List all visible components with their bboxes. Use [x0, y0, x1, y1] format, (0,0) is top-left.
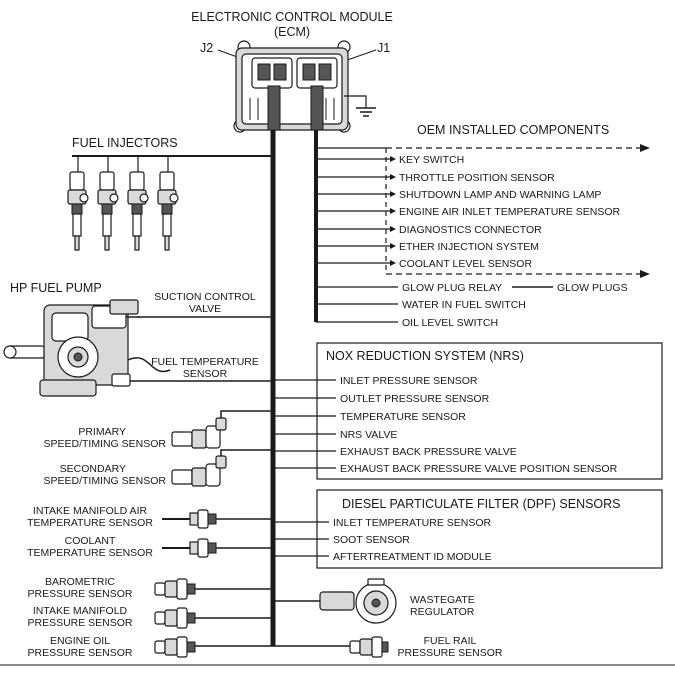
water-in-fuel-label: WATER IN FUEL SWITCH [402, 299, 526, 311]
primary-speed-label-line1: PRIMARY [78, 426, 126, 438]
ground-icon [344, 95, 376, 117]
oem-item-coolant-level: COOLANT LEVEL SENSOR [399, 258, 532, 270]
fuel-temp-label-line1: FUEL TEMPERATURE [151, 356, 259, 368]
nrs-box [316, 342, 663, 480]
oem-item-key-switch: KEY SWITCH [399, 154, 464, 166]
oem-item-shutdown-lamp: SHUTDOWN LAMP AND WARNING LAMP [399, 189, 601, 201]
oem-title: OEM INSTALLED COMPONENTS [417, 123, 609, 137]
fuel-injector-icon [67, 171, 89, 251]
nrs-title: NOX REDUCTION SYSTEM (NRS) [326, 349, 524, 363]
arrow-right-icon [640, 144, 650, 152]
secondary-speed-sensor-icon [171, 455, 227, 487]
nrs-item-back-pressure-position: EXHAUST BACK PRESSURE VALVE POSITION SEN… [340, 463, 618, 475]
suction-valve-label-line1: SUCTION CONTROL [154, 291, 256, 303]
oem-item-diagnostics: DIAGNOSTICS CONNECTOR [399, 224, 542, 236]
coolant-temp-label-line1: COOLANT [65, 535, 116, 547]
oem-item-air-inlet-temp: ENGINE AIR INLET TEMPERATURE SENSOR [399, 206, 621, 218]
dpf-title: DIESEL PARTICULATE FILTER (DPF) SENSORS [342, 497, 621, 511]
intake-press-label-line1: INTAKE MANIFOLD [33, 605, 128, 617]
wastegate-regulator-icon [319, 578, 397, 624]
dpf-item-soot-sensor: SOOT SENSOR [333, 534, 410, 546]
glow-plug-relay-label: GLOW PLUG RELAY [402, 282, 502, 294]
fuel-injector-icon [157, 171, 179, 251]
primary-speed-label-line2: SPEED/TIMING SENSOR [43, 438, 166, 450]
baro-sensor-icon [154, 578, 196, 600]
ecm-title: ELECTRONIC CONTROL MODULE [191, 10, 393, 24]
nrs-item-outlet-pressure: OUTLET PRESSURE SENSOR [340, 393, 490, 405]
wastegate-label-line2: REGULATOR [410, 606, 475, 618]
nrs-item-back-pressure-valve: EXHAUST BACK PRESSURE VALVE [340, 446, 517, 458]
suction-valve-label-line2: VALVE [189, 303, 221, 315]
primary-speed-sensor-icon [171, 417, 227, 449]
coolant-temp-label-line2: TEMPERATURE SENSOR [27, 547, 153, 559]
fuel-temp-label-line2: SENSOR [183, 368, 228, 380]
ecm-subtitle: (ECM) [274, 25, 310, 39]
glow-plugs-label: GLOW PLUGS [557, 282, 628, 294]
fuel-rail-sensor-icon [349, 636, 389, 658]
nrs-item-temperature: TEMPERATURE SENSOR [340, 411, 466, 423]
intake-air-temp-sensor-icon [162, 509, 217, 529]
oil-level-label: OIL LEVEL SWITCH [402, 317, 498, 329]
ecm-module [233, 40, 351, 133]
fuel-injector-icon [97, 171, 119, 251]
nrs-item-inlet-pressure: INLET PRESSURE SENSOR [340, 375, 478, 387]
oem-item-ether: ETHER INJECTION SYSTEM [399, 241, 539, 253]
dpf-box [316, 489, 663, 569]
coolant-temp-sensor-icon [162, 538, 217, 558]
hp-fuel-pump-icon [3, 299, 171, 397]
baro-label-line2: PRESSURE SENSOR [27, 588, 132, 600]
secondary-speed-label-line2: SPEED/TIMING SENSOR [43, 475, 166, 487]
dpf-item-inlet-temp: INLET TEMPERATURE SENSOR [333, 517, 492, 529]
nrs-item-valve: NRS VALVE [340, 429, 397, 441]
wastegate-label-line1: WASTEGATE [410, 594, 475, 606]
fuel-injectors-title: FUEL INJECTORS [72, 136, 178, 150]
dpf-item-id-module: AFTERTREATMENT ID MODULE [333, 551, 492, 563]
arrow-right-icon [640, 270, 650, 278]
fuel-rail-label-line1: FUEL RAIL [424, 635, 477, 647]
fuel-rail-label-line2: PRESSURE SENSOR [397, 647, 502, 659]
ecm-j1-label: J1 [377, 41, 390, 55]
oem-item-throttle-sensor: THROTTLE POSITION SENSOR [399, 172, 555, 184]
baro-label-line1: BAROMETRIC [45, 576, 115, 588]
hp-fuel-pump-title: HP FUEL PUMP [10, 281, 102, 295]
oil-press-sensor-icon [154, 636, 196, 658]
ecm-j2-label: J2 [200, 41, 213, 55]
intake-press-label-line2: PRESSURE SENSOR [27, 617, 132, 629]
intake-air-temp-label-line2: TEMPERATURE SENSOR [27, 517, 153, 529]
intake-press-sensor-icon [154, 607, 196, 629]
secondary-speed-label-line1: SECONDARY [60, 463, 126, 475]
oil-press-label-line1: ENGINE OIL [50, 635, 110, 647]
oil-press-label-line2: PRESSURE SENSOR [27, 647, 132, 659]
fuel-injector-icon [127, 171, 149, 251]
intake-air-temp-label-line1: INTAKE MANIFOLD AIR [33, 505, 148, 517]
